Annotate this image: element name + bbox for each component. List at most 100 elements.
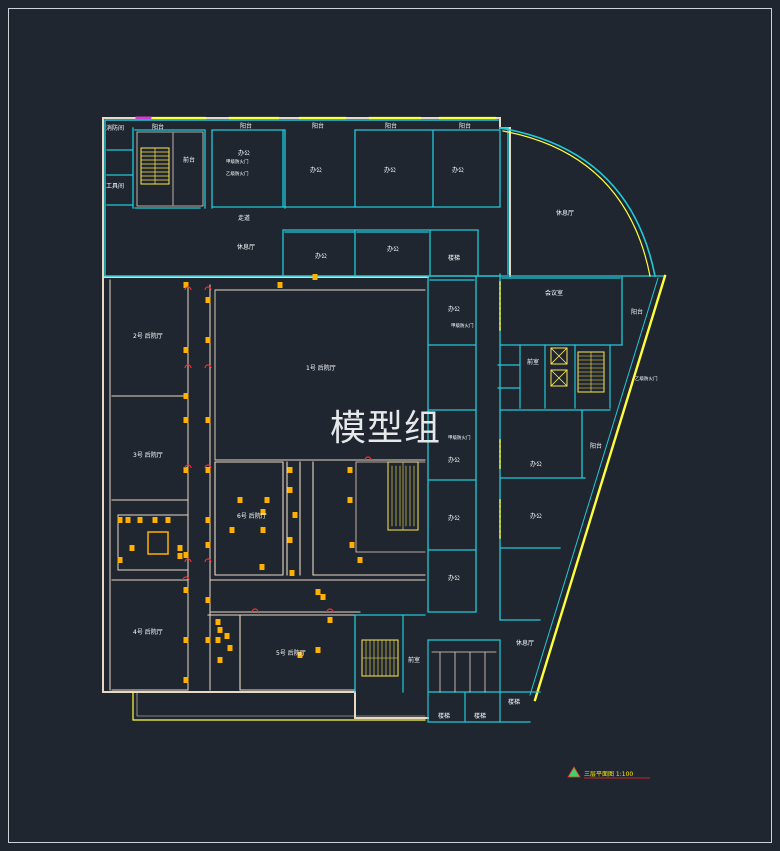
legend: 三层平面图 1:100	[567, 766, 650, 779]
label-fireproof-5: 甲级防火门	[448, 434, 471, 441]
label-gongjujian: 工具间	[106, 182, 124, 190]
door-swing	[204, 364, 212, 369]
label-yangtai-1: 阳台	[152, 123, 164, 131]
label-fireproof-3: 甲级防火门	[451, 322, 474, 329]
label-fireproof-4: 乙级防火门	[635, 375, 658, 382]
door-swing	[204, 286, 212, 291]
ne-arc	[499, 127, 656, 277]
column	[217, 657, 223, 663]
label-bangong-11: 办公	[530, 512, 542, 520]
column	[224, 633, 230, 639]
top-rooms-inner	[136, 131, 204, 207]
column	[177, 553, 183, 559]
column	[260, 509, 266, 515]
label-hall-2: 2号 后院厅	[133, 332, 163, 340]
ne-arc-yellow	[502, 130, 651, 277]
label-yangtai-6: 阳台	[631, 308, 643, 316]
label-bangong-7: 办公	[448, 305, 460, 313]
door-swings	[182, 286, 372, 613]
column	[183, 467, 189, 473]
column	[215, 637, 221, 643]
corridor-lines	[209, 574, 426, 613]
column	[227, 645, 233, 651]
column	[205, 542, 211, 548]
door-swing	[184, 558, 192, 563]
outer-wall-cyan	[104, 119, 509, 277]
hall-1-border	[214, 289, 426, 461]
label-bangong-8: 办公	[448, 456, 460, 464]
column	[229, 527, 235, 533]
stair-top-left-treads	[140, 147, 170, 185]
door-swing	[251, 608, 259, 613]
door-swing	[204, 464, 212, 469]
label-bangong-4: 办公	[452, 166, 464, 174]
label-hall-1: 1号 后院厅	[306, 364, 336, 372]
label-yangtai-3: 阳台	[312, 122, 324, 130]
escalator-treads	[391, 461, 415, 531]
label-hall-6: 6号 后院厅	[237, 512, 267, 520]
legend-title: 三层平面图 1:100	[584, 771, 633, 778]
drawing-frame	[8, 8, 772, 843]
toilet-pod	[117, 514, 189, 571]
column	[287, 487, 293, 493]
column	[315, 589, 321, 595]
column	[183, 637, 189, 643]
south-balcony	[132, 691, 426, 721]
label-louti: 楼梯	[448, 254, 460, 262]
column	[315, 647, 321, 653]
label-hall-3: 3号 后院厅	[133, 451, 163, 459]
label-louti-b1: 楼梯	[438, 712, 450, 720]
column	[215, 619, 221, 625]
column	[292, 512, 298, 518]
label-xiaofangshi: 消防间	[106, 124, 124, 132]
label-bangong-5: 办公	[315, 252, 327, 260]
column	[183, 417, 189, 423]
column	[259, 564, 265, 570]
label-yangtai-2: 阳台	[240, 122, 252, 130]
label-hall-4: 4号 后院厅	[133, 628, 163, 636]
column	[349, 542, 355, 548]
legend-triangle-icon	[567, 766, 581, 778]
label-yangtai-7: 阳台	[590, 442, 602, 450]
column	[117, 557, 123, 563]
door-swing	[184, 286, 192, 291]
label-qianshi-1: 前室	[527, 358, 539, 366]
column	[237, 497, 243, 503]
elevator-2	[550, 369, 568, 387]
room-labels: 消防间 工具间 阳台 阳台 阳台 阳台 阳台 前台 办公 甲级防火门 乙级防火门…	[106, 122, 658, 720]
south-rooms	[354, 614, 541, 723]
label-bangong-1: 办公	[238, 149, 250, 157]
column	[177, 545, 183, 551]
label-qianshi-2: 前室	[408, 656, 420, 664]
top-rooms	[106, 127, 501, 209]
stair-ne-treads	[577, 351, 605, 393]
column	[264, 497, 270, 503]
ne-diagonal-inner	[529, 277, 659, 696]
column	[183, 677, 189, 683]
toilet-pod-inner	[147, 531, 169, 555]
toilet-stalls	[431, 651, 497, 693]
column	[165, 517, 171, 523]
right-office-column	[427, 276, 477, 613]
label-huiyishi: 会议室	[545, 289, 563, 297]
column	[183, 393, 189, 399]
column	[117, 517, 123, 523]
column	[320, 594, 326, 600]
column	[347, 467, 353, 473]
label-bangong-6: 办公	[387, 245, 399, 253]
column	[205, 337, 211, 343]
door-swing	[182, 576, 190, 581]
column	[183, 587, 189, 593]
ne-diagonal-wall	[533, 274, 667, 702]
label-bangong-10: 办公	[448, 514, 460, 522]
column	[205, 637, 211, 643]
column	[260, 527, 266, 533]
elevator-1-x	[550, 347, 568, 365]
plan-structure	[102, 116, 667, 723]
column	[137, 517, 143, 523]
column	[287, 467, 293, 473]
label-xiuxiting-left: 休息厅	[237, 243, 255, 251]
watermark: 模型组	[330, 408, 441, 449]
elevator-core	[497, 344, 611, 409]
column	[129, 545, 135, 551]
